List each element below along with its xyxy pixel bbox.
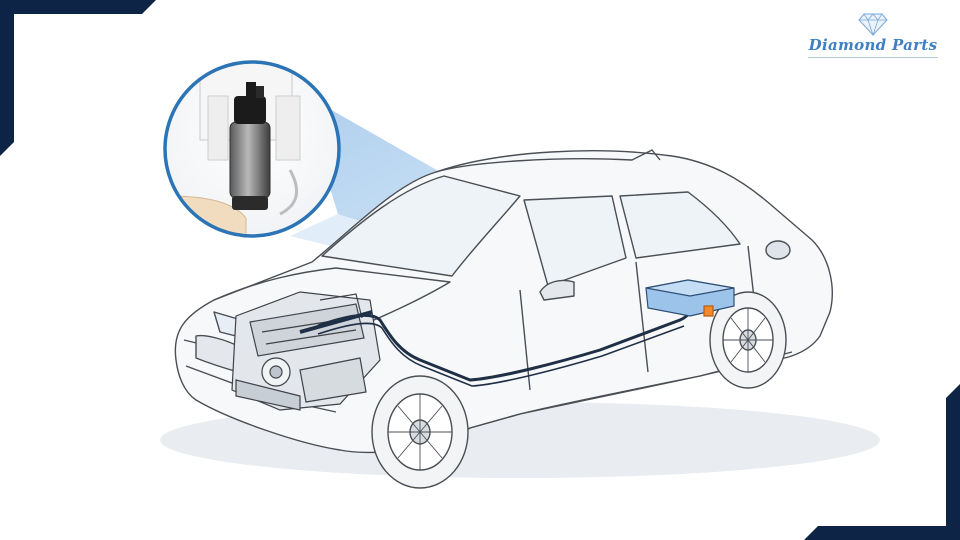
fuel-pump-inset xyxy=(160,60,339,240)
front-wheel xyxy=(372,376,468,488)
fuel-pump-icon xyxy=(230,122,270,198)
engine-block xyxy=(232,292,380,410)
